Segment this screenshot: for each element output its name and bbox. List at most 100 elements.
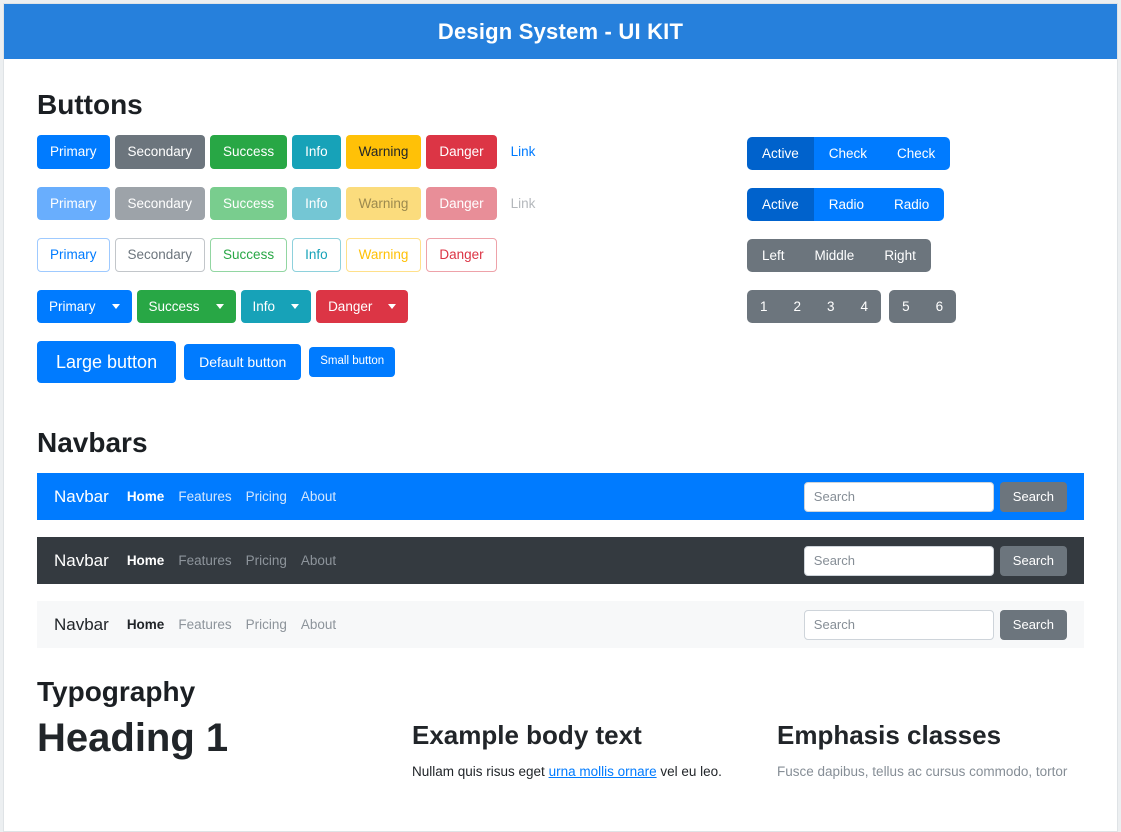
navbar-link-about[interactable]: About <box>300 553 337 568</box>
pagination-item-2[interactable]: 2 <box>780 290 815 323</box>
pagination-item-6[interactable]: 6 <box>922 290 957 323</box>
pagination-group-a: 1 2 3 4 <box>747 290 882 323</box>
checkbox-segment-2[interactable]: Check <box>882 137 951 170</box>
button-success-solid[interactable]: Success <box>210 135 288 169</box>
button-small[interactable]: Small button <box>309 347 396 377</box>
typography-column-headings: Typography Heading 1 <box>37 676 412 783</box>
chevron-down-icon <box>291 303 300 309</box>
checkbox-segment-1[interactable]: Check <box>813 137 883 170</box>
pagination-item-4[interactable]: 4 <box>847 290 882 323</box>
typography-column-body: Example body text Nullam quis risus eget… <box>412 676 777 783</box>
button-success-outline[interactable]: Success <box>210 238 288 272</box>
navbar-link-home[interactable]: Home <box>126 553 165 568</box>
body-text-after: vel eu leo. <box>656 764 722 779</box>
radio-segment-1[interactable]: Radio <box>813 188 880 221</box>
emphasis-muted-text: Fusce dapibus, tellus ac cursus commodo,… <box>777 764 1068 779</box>
chevron-down-icon <box>215 303 224 309</box>
button-warning-solid[interactable]: Warning <box>345 135 422 169</box>
dropdown-buttons-row: Primary Success Info Danger <box>37 289 747 323</box>
search-input[interactable] <box>803 545 994 576</box>
navbar-link-home[interactable]: Home <box>126 617 165 632</box>
body-text-title: Example body text <box>412 720 642 750</box>
button-danger-solid[interactable]: Danger <box>426 135 497 169</box>
button-danger-outline[interactable]: Danger <box>426 238 497 272</box>
navbar-search-form: Search <box>803 609 1067 640</box>
navbar-links: Home Features Pricing About <box>127 489 336 504</box>
checkbox-segment-active[interactable]: Active <box>747 137 814 170</box>
chevron-down-icon <box>388 303 397 309</box>
navbar-link-about[interactable]: About <box>300 617 337 632</box>
pagination-group-b: 5 6 <box>889 290 957 323</box>
dropdown-label-success: Success <box>148 298 200 314</box>
body-inline-link[interactable]: urna mollis ornare <box>548 764 657 779</box>
pagination-item-1[interactable]: 1 <box>747 290 781 323</box>
pagination-item-3[interactable]: 3 <box>814 290 848 323</box>
search-button[interactable]: Search <box>999 481 1067 512</box>
checkbox-group-wrap: Active Check Check <box>747 137 1084 170</box>
search-input[interactable] <box>803 481 994 512</box>
button-primary-solid[interactable]: Primary <box>37 135 110 169</box>
button-warning-disabled[interactable]: Warning <box>345 186 422 220</box>
toolbar-button-group: Left Middle Right <box>747 239 931 272</box>
dropdown-button-primary[interactable]: Primary <box>37 289 132 323</box>
pagination-item-5[interactable]: 5 <box>889 290 923 323</box>
radio-segment-active[interactable]: Active <box>747 188 814 221</box>
navbars-section-title: Navbars <box>37 427 148 458</box>
button-default[interactable]: Default button <box>184 344 302 380</box>
search-button[interactable]: Search <box>999 609 1067 640</box>
button-secondary-solid[interactable]: Secondary <box>114 135 206 169</box>
typography-column-emphasis: Emphasis classes Fusce dapibus, tellus a… <box>777 676 1084 783</box>
navbar-links: Home Features Pricing About <box>127 553 336 568</box>
heading-1-sample: Heading 1 <box>37 716 229 760</box>
dropdown-label-danger: Danger <box>328 298 373 314</box>
navbar-link-pricing[interactable]: Pricing <box>245 617 287 632</box>
search-input[interactable] <box>803 609 994 640</box>
checkbox-button-group: Active Check Check <box>747 137 951 170</box>
button-link-disabled[interactable]: Link <box>510 195 536 211</box>
toolbar-segment-right[interactable]: Right <box>869 239 931 272</box>
button-large[interactable]: Large button <box>37 341 177 383</box>
dropdown-button-danger[interactable]: Danger <box>316 289 409 323</box>
pagination-group-wrap: 1 2 3 4 5 6 <box>747 290 1084 323</box>
radio-segment-2[interactable]: Radio <box>879 188 945 221</box>
button-success-disabled[interactable]: Success <box>210 186 288 220</box>
navbar-link-about[interactable]: About <box>300 489 337 504</box>
button-primary-disabled[interactable]: Primary <box>37 186 110 220</box>
button-info-solid[interactable]: Info <box>292 135 341 169</box>
page-title: Design System - UI KIT <box>437 18 684 44</box>
typography-section-title: Typography <box>37 676 196 707</box>
navbar-link-features[interactable]: Features <box>178 553 232 568</box>
content-area: Buttons Primary Secondary Success Info W… <box>4 89 1117 783</box>
navbar-link-home[interactable]: Home <box>126 489 165 504</box>
navbar-link-pricing[interactable]: Pricing <box>245 489 287 504</box>
button-danger-disabled[interactable]: Danger <box>426 186 497 220</box>
navbar-brand[interactable]: Navbar <box>54 614 109 634</box>
navbar-brand[interactable]: Navbar <box>54 486 109 506</box>
toolbar-segment-middle[interactable]: Middle <box>799 239 870 272</box>
app-header: Design System - UI KIT <box>4 4 1117 59</box>
body-text-before: Nullam quis risus eget <box>412 764 549 779</box>
button-secondary-disabled[interactable]: Secondary <box>114 186 206 220</box>
button-info-outline[interactable]: Info <box>292 238 341 272</box>
navbar-link-features[interactable]: Features <box>178 617 232 632</box>
search-button[interactable]: Search <box>999 545 1067 576</box>
button-warning-outline[interactable]: Warning <box>345 238 422 272</box>
button-primary-outline[interactable]: Primary <box>37 238 110 272</box>
body-text-paragraph: Nullam quis risus eget urna mollis ornar… <box>412 762 777 783</box>
button-link-solid[interactable]: Link <box>510 144 536 159</box>
navbar-link-pricing[interactable]: Pricing <box>245 553 287 568</box>
button-secondary-outline[interactable]: Secondary <box>114 238 206 272</box>
navbar-link-features[interactable]: Features <box>178 489 232 504</box>
toolbar-segment-left[interactable]: Left <box>747 239 800 272</box>
dropdown-button-info[interactable]: Info <box>240 289 312 323</box>
dropdown-button-success[interactable]: Success <box>136 289 236 323</box>
navbar-light: Navbar Home Features Pricing About Searc… <box>37 601 1084 648</box>
radio-group-wrap: Active Radio Radio <box>747 188 1084 221</box>
navbar-brand[interactable]: Navbar <box>54 550 109 570</box>
navbar-search-form: Search <box>803 545 1067 576</box>
buttons-left-column: Primary Secondary Success Info Warning D… <box>37 121 747 401</box>
buttons-right-column: Active Check Check Active Radio Radio Le… <box>747 121 1084 401</box>
navbar-primary: Navbar Home Features Pricing About Searc… <box>37 473 1084 520</box>
button-info-disabled[interactable]: Info <box>292 186 341 220</box>
chevron-down-icon <box>111 303 120 309</box>
